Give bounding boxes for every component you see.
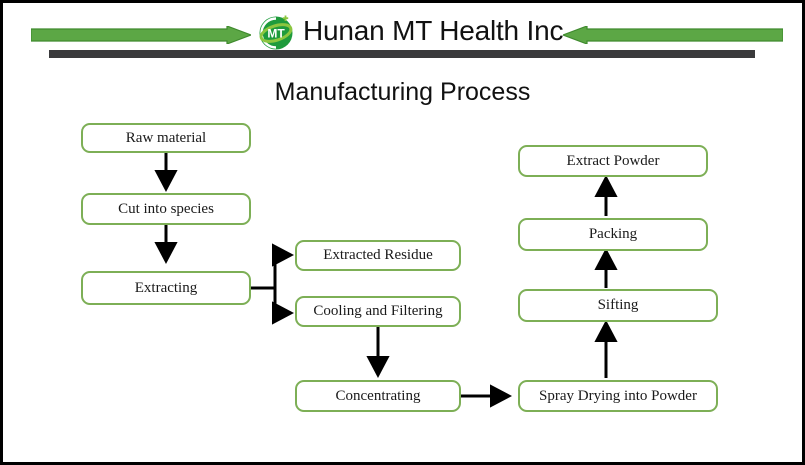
flowchart: Raw material Cut into species Extracting…	[3, 3, 802, 462]
node-concentrating[interactable]: Concentrating	[295, 380, 461, 412]
page-header: MT Hunan MT Health Inc	[3, 3, 802, 61]
node-cut-into-species[interactable]: Cut into species	[81, 193, 251, 225]
node-cooling-and-filtering[interactable]: Cooling and Filtering	[295, 296, 461, 327]
company-logo-icon: MT	[255, 11, 297, 53]
node-spray-drying-into-powder[interactable]: Spray Drying into Powder	[518, 380, 718, 412]
node-packing[interactable]: Packing	[518, 218, 708, 251]
header-divider	[49, 50, 755, 58]
right-arrow-bar	[563, 26, 783, 44]
logo-text: MT	[267, 27, 285, 41]
brand-title: Hunan MT Health Inc	[303, 15, 564, 46]
edge-extracting-to-residue	[271, 243, 294, 288]
left-arrow-bar	[31, 26, 251, 44]
node-extracted-residue[interactable]: Extracted Residue	[295, 240, 461, 271]
page-title: Manufacturing Process	[274, 78, 531, 106]
node-sifting[interactable]: Sifting	[518, 289, 718, 322]
node-raw-material[interactable]: Raw material	[81, 123, 251, 153]
edge-extracting-to-cooling	[271, 288, 294, 325]
node-extracting[interactable]: Extracting	[81, 271, 251, 305]
plus-icon	[282, 15, 289, 21]
node-extract-powder[interactable]: Extract Powder	[518, 145, 708, 177]
